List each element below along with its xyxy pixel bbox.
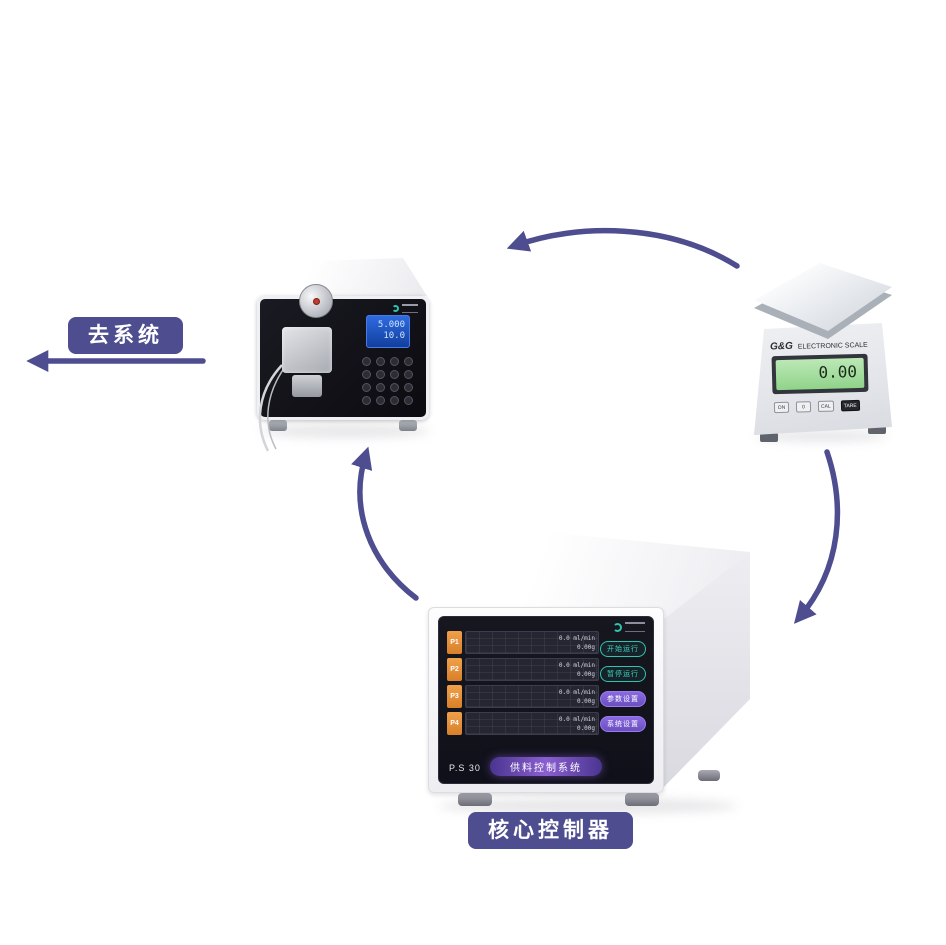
pump-head-knob bbox=[299, 284, 333, 318]
pump-head-block bbox=[282, 327, 332, 373]
pump-keypad-button bbox=[376, 357, 385, 366]
scale-tare-button: TARE bbox=[840, 399, 860, 412]
pump-keypad-button bbox=[404, 396, 413, 405]
start-run-button: 开始运行 bbox=[600, 641, 646, 657]
pump-keypad-button bbox=[376, 396, 385, 405]
pause-run-button: 暂停运行 bbox=[600, 666, 646, 682]
pump-keypad-button bbox=[390, 383, 399, 392]
controller-system-banner: 供料控制系统 bbox=[490, 757, 602, 776]
pump-foot-left bbox=[269, 420, 287, 431]
arrow-scale-to-pump bbox=[506, 227, 740, 269]
pump-device: 5.000 10.0 bbox=[253, 250, 443, 452]
pump-lcd-line1: 5.000 bbox=[377, 320, 405, 330]
controller-button-column: 开始运行 暂停运行 参数设置 系统设置 bbox=[600, 641, 646, 732]
pump-keypad-button bbox=[390, 396, 399, 405]
pump-shadow bbox=[260, 424, 430, 438]
scale-button-row: ON 0 CAL TARE bbox=[773, 399, 860, 414]
pump-keypad-button bbox=[362, 357, 371, 366]
controller-foot-side bbox=[698, 770, 720, 781]
pump-tubing bbox=[258, 362, 289, 452]
channel-weight-value: 0.00g bbox=[576, 644, 595, 651]
channel-values: 0.0 ml/min 0.00g bbox=[559, 715, 595, 733]
channel-row: P1 0.0 ml/min 0.00g bbox=[447, 631, 599, 654]
pump-keypad-button bbox=[362, 383, 371, 392]
channel-flow-value: 0.0 ml/min bbox=[558, 635, 595, 642]
channel-values: 0.0 ml/min 0.00g bbox=[559, 688, 595, 706]
core-controller-device: P1 0.0 ml/min 0.00g P2 0.0 ml/min bbox=[420, 523, 755, 815]
system-settings-button: 系统设置 bbox=[600, 716, 646, 732]
pump-piston-block bbox=[292, 375, 322, 397]
channel-flow-value: 0.0 ml/min bbox=[558, 689, 595, 696]
channel-list: P1 0.0 ml/min 0.00g P2 0.0 ml/min bbox=[447, 631, 599, 735]
controller-shadow bbox=[438, 798, 738, 814]
pump-knob-red-dot bbox=[313, 298, 320, 305]
pump-keypad-button bbox=[404, 370, 413, 379]
channel-tag: P3 bbox=[447, 685, 462, 708]
controller-model-text: P.S 30 bbox=[449, 763, 481, 773]
channel-weight-value: 0.00g bbox=[576, 725, 595, 732]
pump-keypad-button bbox=[362, 370, 371, 379]
scale-lcd-display: 0.00 bbox=[775, 357, 865, 391]
channel-weight-value: 0.00g bbox=[576, 698, 595, 705]
channel-values: 0.0 ml/min 0.00g bbox=[559, 661, 595, 679]
pump-keypad-button bbox=[390, 357, 399, 366]
controller-logo-swirl-icon bbox=[613, 622, 622, 632]
pump-keypad-button bbox=[376, 383, 385, 392]
to-system-label: 去系统 bbox=[68, 317, 183, 355]
electronic-scale-device: G&G ELECTRONIC SCALE 0.00 ON 0 CAL TARE bbox=[748, 245, 898, 445]
arrow-scale-to-controller bbox=[793, 449, 841, 624]
channel-flow-value: 0.0 ml/min bbox=[558, 716, 595, 723]
pump-keypad-button bbox=[404, 383, 413, 392]
channel-graph-panel: 0.0 ml/min 0.00g bbox=[465, 712, 599, 735]
pump-keypad-button bbox=[390, 370, 399, 379]
channel-tag: P1 bbox=[447, 631, 462, 654]
pump-foot-right bbox=[399, 420, 417, 431]
channel-flow-value: 0.0 ml/min bbox=[558, 662, 595, 669]
channel-values: 0.0 ml/min 0.00g bbox=[559, 634, 595, 652]
channel-row: P4 0.0 ml/min 0.00g bbox=[447, 712, 599, 735]
channel-graph-panel: 0.0 ml/min 0.00g bbox=[465, 631, 599, 654]
scale-foot-right bbox=[868, 425, 886, 434]
pump-lcd-display: 5.000 10.0 bbox=[366, 315, 410, 348]
pump-keypad-button bbox=[404, 357, 413, 366]
parameter-settings-button: 参数设置 bbox=[600, 691, 646, 707]
scale-cal-button: CAL bbox=[817, 400, 834, 412]
controller-foot-left bbox=[458, 793, 492, 806]
scale-title: ELECTRONIC SCALE bbox=[797, 341, 868, 351]
pump-lcd-line2: 10.0 bbox=[383, 331, 405, 341]
channel-row: P3 0.0 ml/min 0.00g bbox=[447, 685, 599, 708]
controller-foot-right bbox=[625, 793, 659, 806]
channel-row: P2 0.0 ml/min 0.00g bbox=[447, 658, 599, 681]
controller-logo-text-mark bbox=[625, 622, 645, 632]
scale-zero-button: 0 bbox=[795, 401, 812, 413]
pump-keypad-button bbox=[376, 370, 385, 379]
pump-keypad-button bbox=[362, 396, 371, 405]
pump-keypad bbox=[362, 357, 414, 405]
controller-brand-logo-icon bbox=[613, 622, 645, 632]
pump-brand-logo-icon bbox=[392, 304, 418, 313]
channel-weight-value: 0.00g bbox=[576, 671, 595, 678]
scale-on-button: ON bbox=[773, 401, 790, 414]
scale-lcd-frame: 0.00 bbox=[771, 353, 869, 395]
channel-tag: P4 bbox=[447, 712, 462, 735]
arrow-controller-to-pump bbox=[351, 446, 419, 601]
controller-touchscreen: P1 0.0 ml/min 0.00g P2 0.0 ml/min bbox=[438, 616, 654, 784]
core-controller-label: 核心控制器 bbox=[468, 812, 633, 850]
channel-graph-panel: 0.0 ml/min 0.00g bbox=[465, 658, 599, 681]
channel-graph-panel: 0.0 ml/min 0.00g bbox=[465, 685, 599, 708]
pump-front-panel: 5.000 10.0 bbox=[257, 296, 429, 452]
pump-logo-swirl-icon bbox=[392, 305, 399, 312]
scale-brand-name: G&G bbox=[769, 340, 793, 353]
pump-logo-text-mark bbox=[402, 304, 418, 313]
scale-foot-left bbox=[760, 433, 778, 442]
channel-tag: P2 bbox=[447, 658, 462, 681]
pump-top-panel bbox=[259, 258, 427, 300]
controller-front-panel: P1 0.0 ml/min 0.00g P2 0.0 ml/min bbox=[428, 607, 664, 793]
